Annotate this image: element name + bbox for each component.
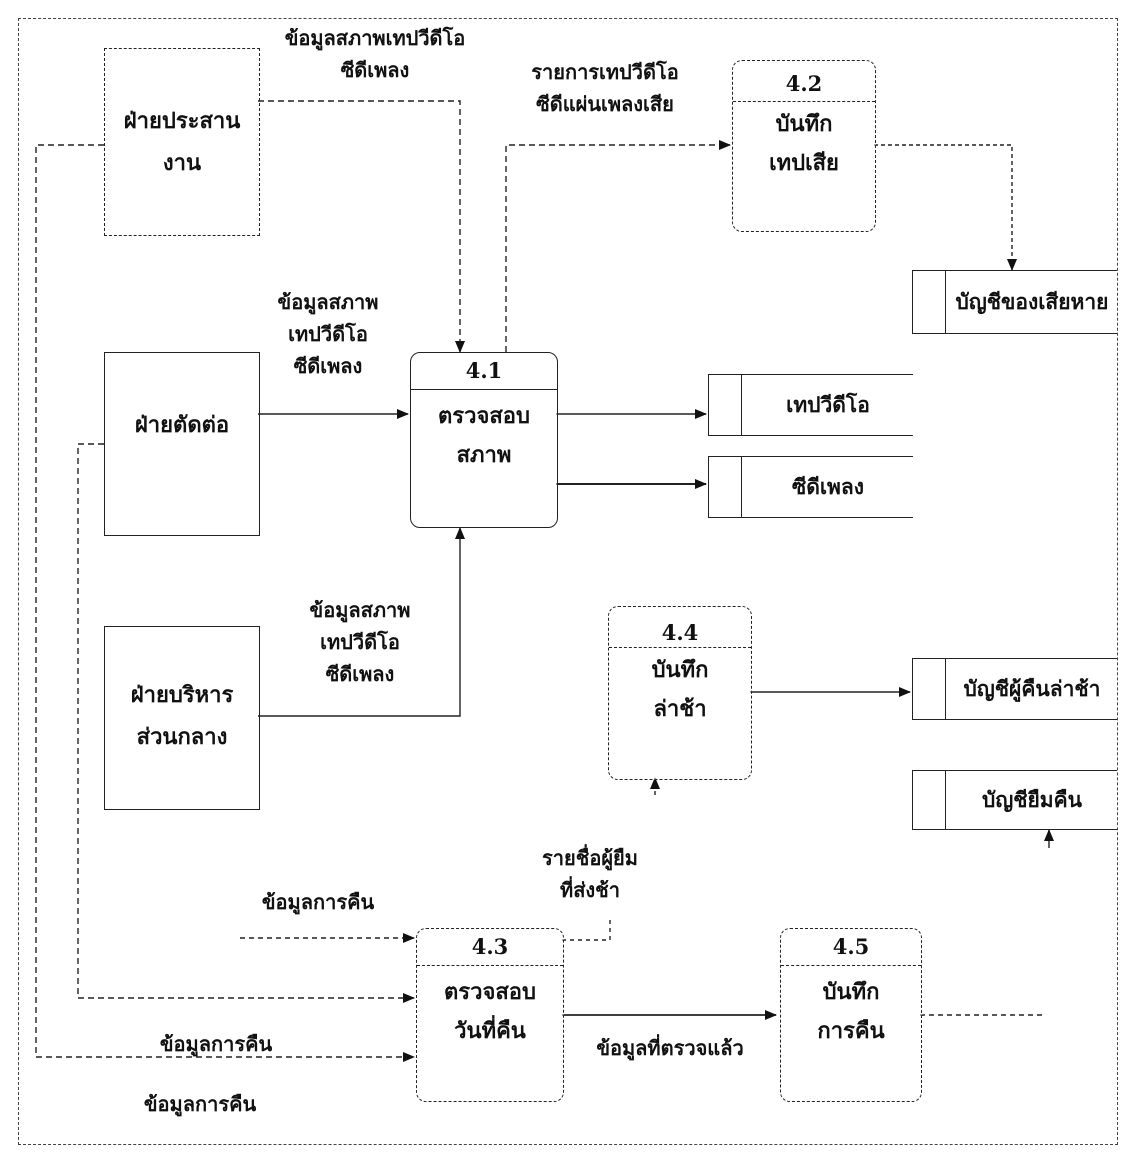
process-4-3-number: 4.3 [417,929,563,966]
store-music-cd-label: ซีดีเพลง [791,473,865,499]
process-4-2: 4.2 บันทึก เทปเสีย [732,60,876,232]
store-video-tape-divider [741,375,742,435]
store-music-cd-divider [741,457,742,517]
process-4-1: 4.1 ตรวจสอบ สภาพ [410,352,558,528]
flow-4-3-up [562,920,611,941]
process-4-5-name: บันทึก การคืน [817,979,885,1044]
flow-admin-to-4-1 [258,527,465,717]
process-4-5-number: 4.5 [781,929,921,966]
external-central-admin-label: ฝ่ายบริหาร ส่วนกลาง [130,682,234,750]
flow-label-damaged-list: รายการเทปวีดีโอ ซีดีแผ่นเพลงเสีย [531,60,679,116]
flow-label-editing-condition: ข้อมูลสภาพ เทปวีดีโอ ซีดีเพลง [277,290,379,378]
store-late-returners-label: บัญชีผู้คืนล่าช้า [963,675,1101,701]
process-4-4: 4.4 บันทึก ล่าช้า [608,606,752,780]
store-borrow-return-label: บัญชียืมคืน [981,786,1083,812]
process-4-1-number: 4.1 [411,353,557,390]
process-4-5: 4.5 บันทึก การคืน [780,928,922,1102]
store-damaged-divider [945,271,946,333]
store-video-tape: เทปวีดีโอ [708,374,913,436]
flow-4-1-to-4-2 [505,140,731,352]
process-4-2-number: 4.2 [733,61,875,102]
store-late-returners-divider [945,659,946,719]
flow-label-checked-info: ข้อมูลที่ตรวจแล้ว [596,1036,744,1060]
flow-label-late-borrowers: รายชื่อผู้ยืม ที่ส่งช้า [542,846,638,902]
store-damaged: บัญชีของเสียหาย [912,270,1117,334]
process-4-4-number: 4.4 [609,607,751,648]
flow-label-return-info-2: ข้อมูลการคืน [159,1032,273,1056]
store-late-returners: บัญชีผู้คืนล่าช้า [912,658,1117,720]
store-borrow-return-divider [945,771,946,829]
flow-label-coordination-condition: ข้อมูลสภาพเทปวีดีโอ ซีดีเพลง [284,26,466,82]
process-4-3: 4.3 ตรวจสอบ วันที่คืน [416,928,564,1102]
external-editing-label: ฝ่ายตัดต่อ [134,412,230,438]
store-borrow-return: บัญชียืมคืน [912,770,1117,830]
diagram-frame [18,18,1118,1145]
process-4-2-name: บันทึก เทปเสีย [769,111,839,176]
external-coordination: ฝ่ายประสาน งาน [104,48,260,236]
flow-label-return-info-1: ข้อมูลการคืน [261,890,375,914]
flow-coordination-to-4-3 [35,144,415,1062]
external-editing: ฝ่ายตัดต่อ [104,352,260,536]
flow-coordination-to-4-1 [258,100,465,353]
flow-editing-to-4-3 [77,443,415,1003]
process-4-4-name: บันทึก ล่าช้า [651,657,709,722]
store-video-tape-label: เทปวีดีโอ [786,391,870,417]
store-music-cd: ซีดีเพลง [708,456,913,518]
flow-4-2-to-damaged-store [874,144,1017,271]
flow-label-admin-condition: ข้อมูลสภาพ เทปวีดีโอ ซีดีเพลง [309,598,411,686]
process-4-3-name: ตรวจสอบ วันที่คืน [444,979,536,1044]
external-coordination-label: ฝ่ายประสาน งาน [123,108,241,176]
store-damaged-label: บัญชีของเสียหาย [955,288,1109,314]
process-4-1-name: ตรวจสอบ สภาพ [438,403,530,468]
flow-label-return-info-3: ข้อมูลการคืน [143,1092,257,1116]
external-central-admin: ฝ่ายบริหาร ส่วนกลาง [104,626,260,810]
